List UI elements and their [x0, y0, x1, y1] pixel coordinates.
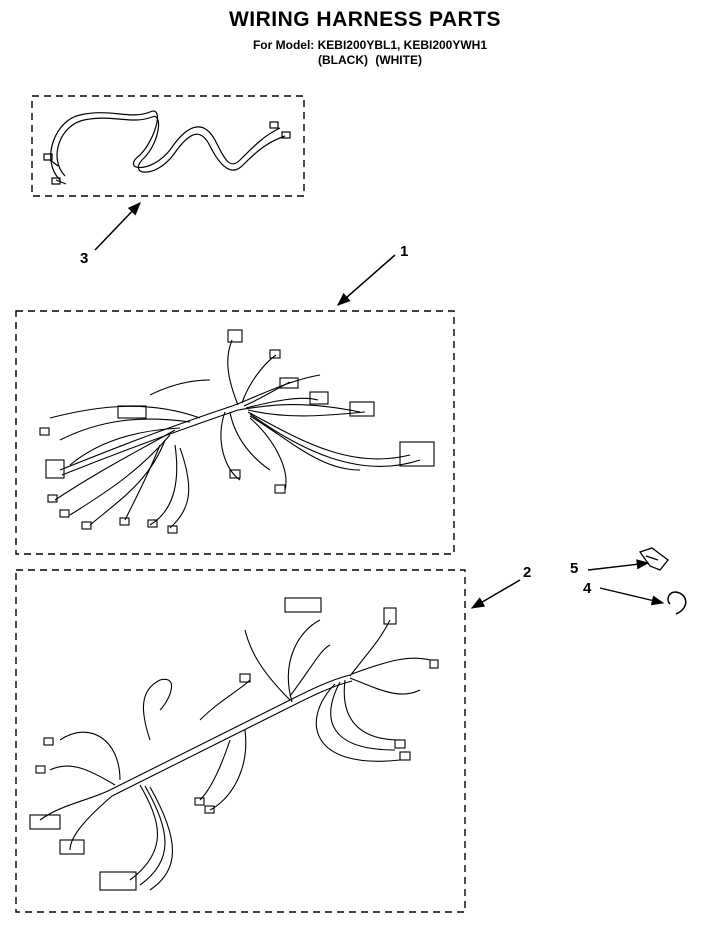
connector-1l	[47, 494, 58, 503]
connector-1n	[81, 521, 92, 530]
arrow-2	[470, 579, 521, 609]
clip-part-5	[638, 547, 669, 571]
connector-1d	[309, 391, 329, 405]
harness-3	[31, 95, 305, 197]
connector-1j	[45, 459, 65, 479]
connector-1o	[119, 517, 130, 526]
arrow-3	[94, 202, 141, 251]
connector-1e	[349, 401, 375, 417]
connector-1q	[167, 525, 178, 534]
connector-2k	[35, 765, 46, 774]
part-3-boundary	[31, 95, 305, 197]
connector-2j	[43, 737, 54, 746]
callout-5: 5	[570, 560, 579, 577]
harness-2	[15, 569, 466, 913]
colors-line: (BLACK) (WHITE)	[318, 53, 422, 67]
connector-2l	[194, 797, 205, 806]
connector-1i	[117, 405, 147, 419]
connector-1c	[279, 377, 299, 389]
connector-3d	[51, 177, 61, 185]
arrow-5	[587, 559, 650, 571]
connector-1h	[274, 484, 286, 494]
connector-2f	[394, 739, 406, 749]
connector-2d	[59, 839, 85, 855]
connector-1g	[229, 469, 241, 479]
connector-2m	[204, 805, 215, 814]
page-title: WIRING HARNESS PARTS	[228, 8, 502, 31]
connector-2h	[429, 659, 439, 669]
connector-2a	[284, 597, 322, 613]
connector-2b	[383, 607, 397, 625]
model-line: For Model: KEBI200YBL1, KEBI200YWH1	[252, 38, 488, 52]
connector-2g	[399, 751, 411, 761]
connector-3a	[269, 121, 279, 129]
connector-1a	[227, 329, 243, 343]
connector-3c	[43, 153, 53, 161]
callout-2: 2	[523, 564, 532, 581]
connector-3b	[281, 131, 291, 139]
callout-1: 1	[400, 243, 409, 260]
harness-1	[15, 310, 455, 555]
connector-1p	[147, 519, 158, 528]
connector-1b	[269, 349, 281, 359]
callout-4: 4	[583, 580, 592, 597]
connector-2e	[99, 871, 137, 891]
part-1-boundary	[15, 310, 455, 555]
connector-1k	[39, 427, 50, 436]
connector-1f	[399, 441, 435, 467]
part-2-boundary	[15, 569, 466, 913]
connector-1m	[59, 509, 70, 518]
connector-2c	[29, 814, 61, 830]
tie-part-4	[667, 591, 687, 615]
arrow-1	[336, 254, 396, 306]
connector-2i	[239, 673, 251, 683]
arrow-4	[599, 587, 665, 606]
callout-3: 3	[80, 250, 89, 267]
